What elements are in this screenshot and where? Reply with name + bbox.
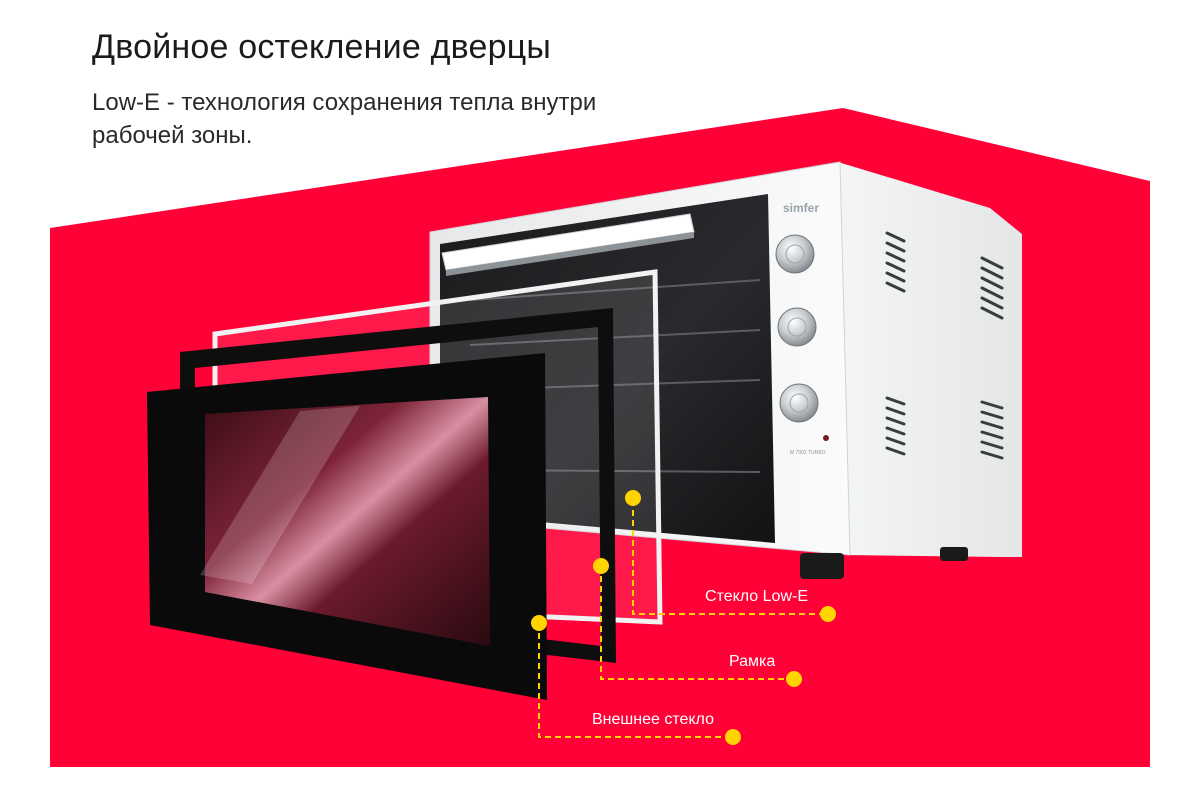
oven-side-wall [838,162,1022,557]
control-knob-3[interactable] [779,383,819,423]
callout-markers [531,490,836,745]
control-knob-2[interactable] [777,307,817,347]
headline: Двойное остекление дверцы [92,28,552,66]
subline: Low-E - технология сохранения тепла внут… [92,89,597,149]
brand-logo: simfer [783,201,819,215]
callout-label-frame: Рамка [729,653,775,670]
control-knob-1[interactable] [775,234,815,274]
callout-label-low-e-glass: Стекло Low-E [705,588,808,605]
oven-foot-back [940,547,968,561]
oven-vents [885,231,1004,460]
callout-lines [538,500,828,738]
oven-foot-front [800,553,844,579]
callout-label-outer-glass: Внешнее стекло [592,711,714,728]
model-label: M 7002 TURBO [790,450,826,456]
oven-handle [441,213,695,276]
indicator-light [823,435,829,441]
outer-glass-pane [147,353,547,700]
